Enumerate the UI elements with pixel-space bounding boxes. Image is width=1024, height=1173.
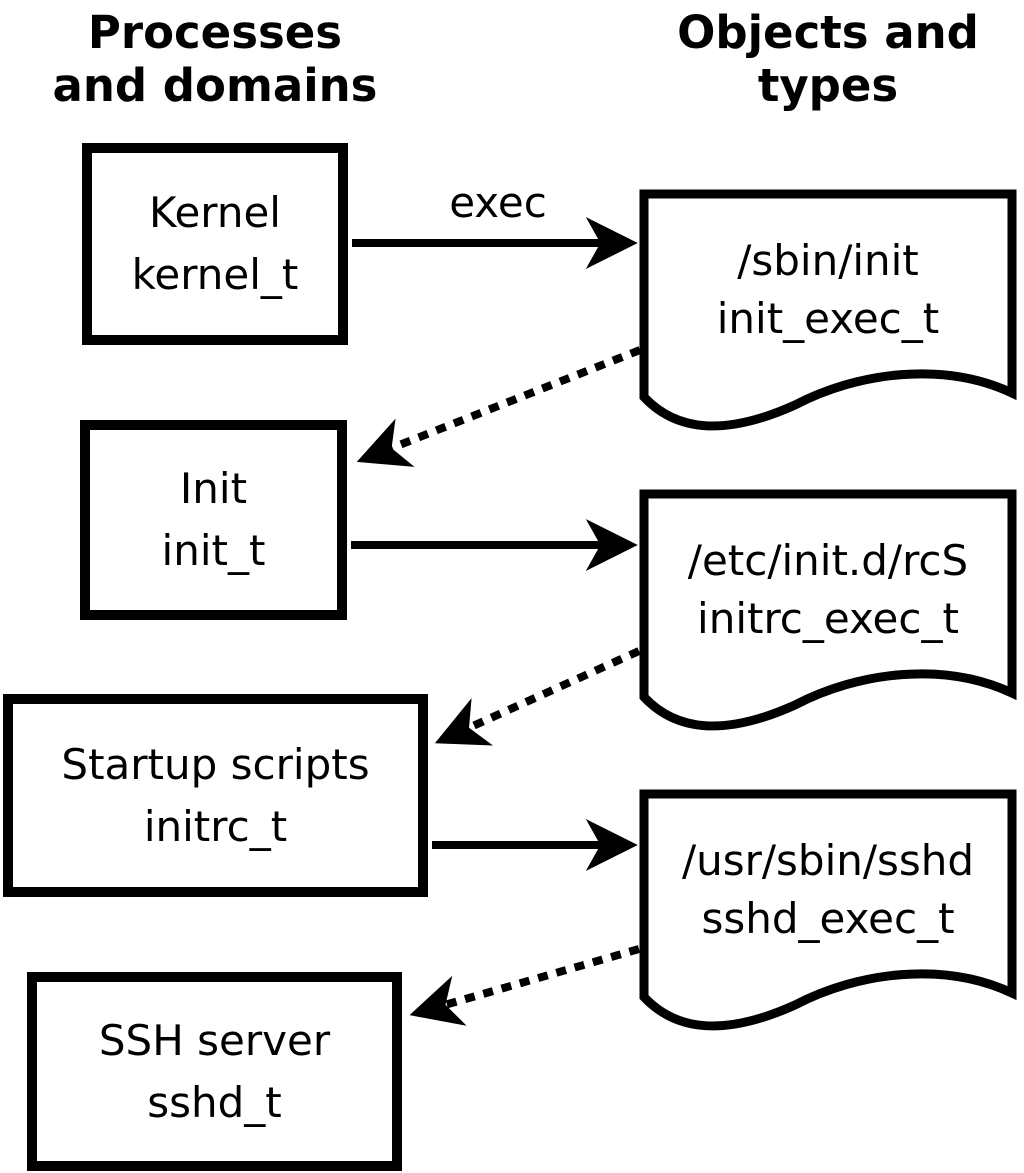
document-shape-usr-sbin-sshd [639,789,1017,1031]
process-domain: kernel_t [131,250,299,299]
process-name: Init [179,464,248,513]
document-shape-sbin-init [639,189,1017,431]
process-name: Startup scripts [61,739,370,789]
transition-arrow-init-exec-to-init [356,346,642,467]
process-name: Kernel [149,188,281,237]
process-box-init: Init init_t [80,420,347,620]
exec-arrow-label: exec [449,178,547,227]
process-box-startup-scripts: Startup scripts initrc_t [3,694,428,897]
process-box-ssh-server: SSH server sshd_t [27,972,402,1171]
column-header-processes: Processes and domains [15,6,415,112]
header-line: types [757,59,899,112]
column-header-objects: Objects and types [638,6,1018,112]
header-line: and domains [52,59,378,112]
transition-arrow-sshd-exec-to-sshd [409,945,641,1026]
process-name: SSH server [98,1015,331,1065]
process-domain: init_t [161,526,266,575]
document-shape-etc-initd-rcs [639,489,1017,731]
process-domain: initrc_t [143,801,288,851]
header-line: Objects and [677,6,979,59]
process-domain: sshd_t [147,1077,282,1127]
transition-arrow-initrc-exec-to-initrc [434,647,641,746]
header-line: Processes [87,6,343,59]
process-box-kernel: Kernel kernel_t [82,143,348,345]
